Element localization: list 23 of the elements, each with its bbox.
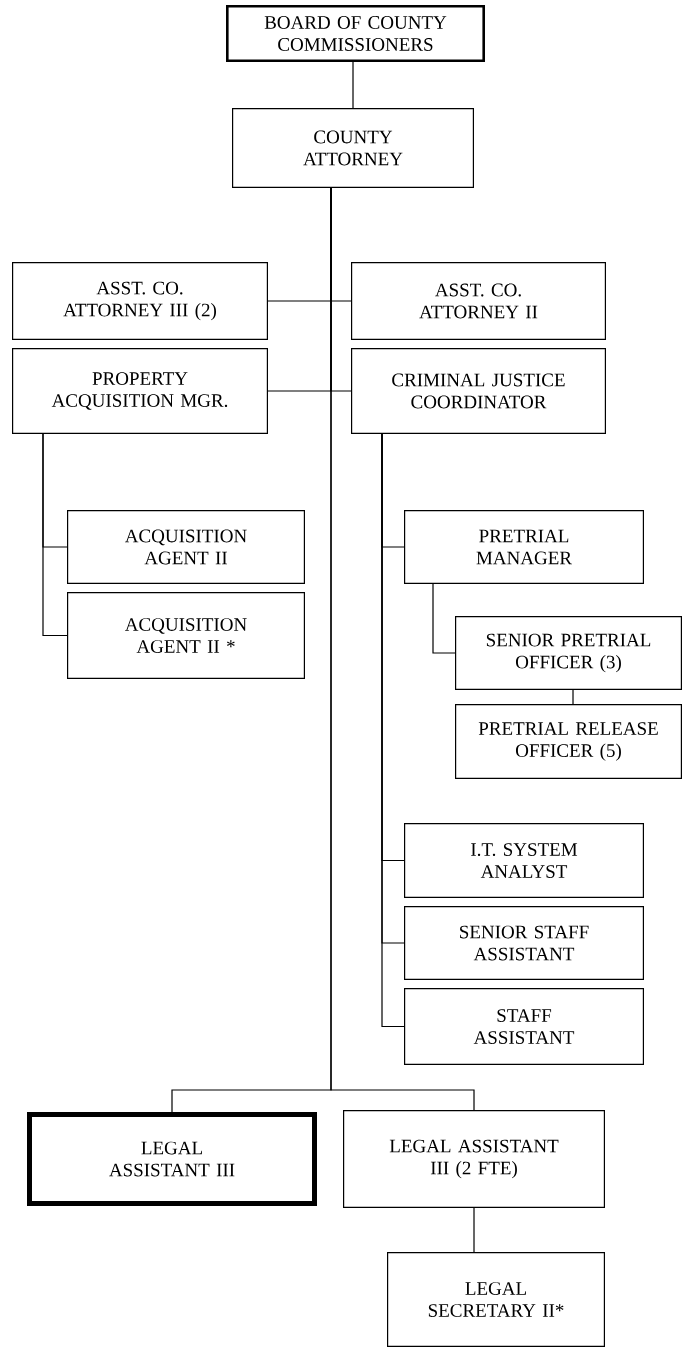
position-box: SENIOR PRETRIAL OFFICER (3): [455, 616, 682, 690]
position-box: PRETRIAL RELEASE OFFICER (5): [455, 704, 682, 779]
connector-line: [352, 61, 354, 109]
position-box: LEGAL SECRETARY II*: [387, 1252, 605, 1347]
position-box: ACQUISITION AGENT II *: [67, 592, 305, 679]
position-box: LEGAL ASSISTANT III: [27, 1112, 317, 1206]
connector-line: [42, 433, 68, 637]
position-box: STAFF ASSISTANT: [404, 988, 644, 1065]
position-box: PRETRIAL MANAGER: [404, 510, 644, 584]
position-box: BOARD OF COUNTY COMMISSIONERS: [226, 5, 485, 62]
position-box: ASST. CO. ATTORNEY III (2): [12, 262, 268, 340]
position-box: CRIMINAL JUSTICE COORDINATOR: [351, 348, 606, 434]
position-box: PROPERTY ACQUISITION MGR.: [12, 348, 268, 434]
position-box: SENIOR STAFF ASSISTANT: [404, 906, 644, 980]
position-box: ACQUISITION AGENT II: [67, 510, 305, 584]
position-box: COUNTY ATTORNEY: [232, 108, 474, 188]
connector-line: [432, 583, 456, 654]
connector-line: [330, 187, 475, 1111]
connector-line: [572, 689, 574, 705]
position-box: I.T. SYSTEM ANALYST: [404, 823, 644, 898]
connector-line: [473, 1207, 475, 1253]
position-box: LEGAL ASSISTANT III (2 FTE): [343, 1110, 605, 1208]
position-box: ASST. CO. ATTORNEY II: [351, 262, 606, 340]
